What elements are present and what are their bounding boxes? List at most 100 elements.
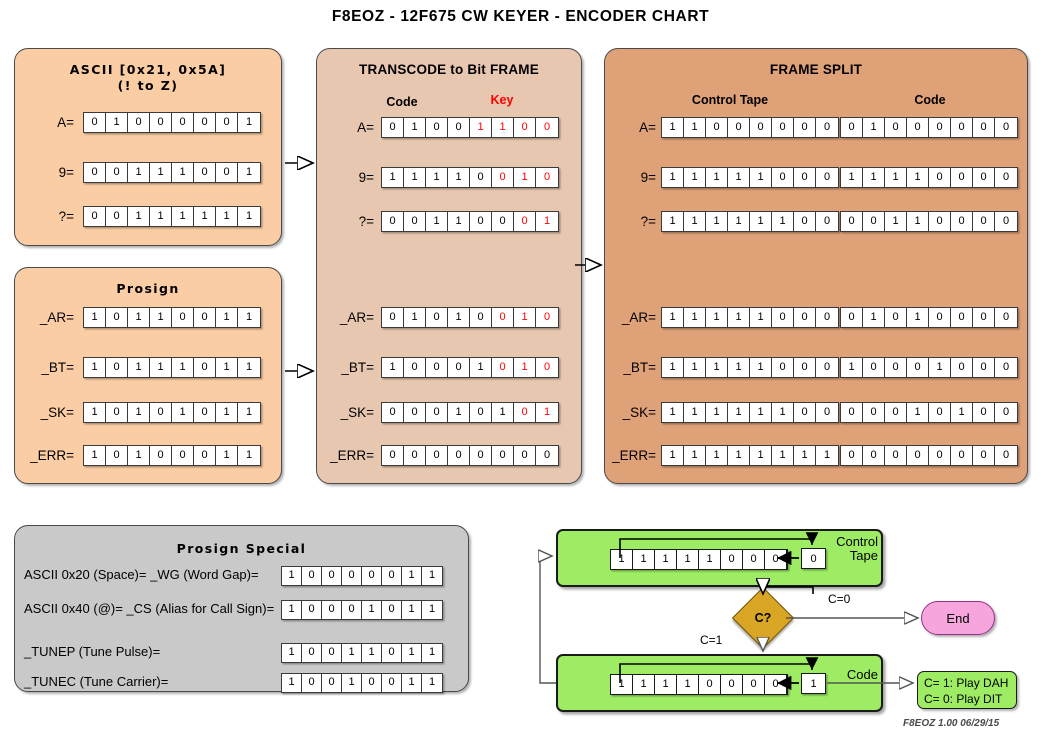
edge-label-c1: C=1 — [700, 633, 723, 647]
bit-cell: 0 — [362, 567, 382, 585]
bit-cell: 1 — [150, 207, 172, 226]
bit-cell: 1 — [684, 168, 706, 187]
special-bits-row-3: 1 0 0 1 0 0 1 1 — [281, 673, 443, 693]
bit-cell: 1 — [677, 550, 699, 569]
bit-cell: 1 — [448, 403, 470, 422]
bit-cell: 0 — [794, 212, 816, 231]
panel-prosign-title: Prosign — [116, 281, 180, 296]
bit-cell: 0 — [194, 308, 216, 327]
bit-cell: 0 — [973, 403, 995, 422]
bit-cell: 0 — [322, 674, 342, 692]
bit-cell: 0 — [885, 446, 907, 465]
bit-cell: 1 — [84, 403, 106, 422]
bit-cell: 1 — [662, 308, 684, 327]
bit-cell: 1 — [633, 675, 655, 694]
bit-cell: 1 — [84, 358, 106, 377]
bit-cell: 1 — [128, 308, 150, 327]
bit-cell: 1 — [404, 308, 426, 327]
bit-cell: 0 — [342, 601, 362, 619]
bit-cell: 1 — [342, 644, 362, 662]
bit-cell: 0 — [106, 403, 128, 422]
bit-cell: 1 — [422, 674, 442, 692]
bit-cell: 1 — [426, 212, 448, 231]
bit-cell: 1 — [382, 358, 404, 377]
bit-cell: 0 — [194, 113, 216, 132]
bit-cell: 1 — [448, 168, 470, 187]
bit-cell: 0 — [907, 118, 929, 137]
bit-cell-key: 0 — [536, 358, 558, 377]
bit-cell-key: 0 — [514, 118, 536, 137]
bit-cell: 0 — [322, 644, 342, 662]
bit-cell: 0 — [426, 358, 448, 377]
bit-cell: 1 — [362, 601, 382, 619]
bit-cell: 0 — [765, 675, 787, 694]
bit-cell: 0 — [426, 403, 448, 422]
bit-cell: 0 — [951, 446, 973, 465]
bit-cell: 0 — [973, 118, 995, 137]
split-row-label-0: A= — [639, 120, 656, 135]
transcode-bits-row-2: 0 0 1 1 0 0 0 1 — [381, 211, 559, 232]
bit-cell: 0 — [794, 358, 816, 377]
bit-cell: 1 — [728, 358, 750, 377]
bit-cell: 0 — [721, 675, 743, 694]
bit-cell: 0 — [973, 446, 995, 465]
bit-cell: 1 — [238, 163, 260, 182]
bit-cell: 0 — [302, 674, 322, 692]
transcode-bits-row-1: 1 1 1 1 0 0 1 0 — [381, 167, 559, 188]
bit-cell: 1 — [662, 118, 684, 137]
bit-cell: 1 — [750, 403, 772, 422]
bit-cell: 0 — [885, 308, 907, 327]
bit-cell: 0 — [816, 403, 838, 422]
prosign-bits-row-3: 1 0 1 0 0 0 1 1 — [83, 445, 261, 466]
bit-cell: 0 — [973, 358, 995, 377]
bit-cell: 1 — [172, 207, 194, 226]
ascii-row-label-0: A= — [57, 115, 74, 130]
special-row-label-1: ASCII 0x40 (@)= _CS (Alias for Call Sign… — [24, 601, 275, 616]
split-code-bits-row-1: 1 1 1 1 0 0 0 0 — [840, 167, 1018, 188]
bit-cell: 1 — [907, 212, 929, 231]
bit-cell: 0 — [995, 212, 1017, 231]
bit-cell-key: 0 — [536, 308, 558, 327]
ascii-bits-row-2: 0 0 1 1 1 1 1 1 — [83, 206, 261, 227]
bit-cell: 0 — [150, 446, 172, 465]
bit-cell: 0 — [106, 163, 128, 182]
bit-cell-key: 1 — [514, 308, 536, 327]
panel-prosign-special-title: Prosign Special — [176, 541, 307, 556]
bit-cell: 1 — [282, 601, 302, 619]
bit-cell: 1 — [706, 403, 728, 422]
bit-cell: 1 — [404, 118, 426, 137]
bit-cell: 1 — [238, 358, 260, 377]
special-bits-row-1: 1 0 0 0 1 0 1 1 — [281, 600, 443, 620]
bit-cell: 0 — [106, 446, 128, 465]
bit-cell: 1 — [84, 308, 106, 327]
transcode-header-code: Code — [386, 95, 418, 109]
bit-cell: 1 — [282, 644, 302, 662]
bit-cell: 0 — [995, 446, 1017, 465]
bit-cell: 1 — [216, 207, 238, 226]
play-dah-label: C= 1: Play DAH — [924, 676, 1009, 690]
bit-cell: 1 — [772, 212, 794, 231]
bit-cell: 1 — [172, 358, 194, 377]
ascii-row-label-2: ?= — [58, 209, 74, 224]
bit-cell: 0 — [470, 308, 492, 327]
bit-cell: 0 — [128, 113, 150, 132]
bit-cell: 0 — [470, 168, 492, 187]
bit-cell: 0 — [448, 446, 470, 465]
bit-cell: 0 — [106, 308, 128, 327]
bit-cell: 1 — [684, 403, 706, 422]
bit-cell: 0 — [765, 550, 787, 569]
split-row-label-3: _AR= — [621, 310, 656, 325]
bit-cell: 0 — [973, 308, 995, 327]
bit-cell: 0 — [342, 567, 362, 585]
prosign-bits-row-0: 1 0 1 1 0 0 1 1 — [83, 307, 261, 328]
transcode-row-label-1: 9= — [358, 170, 374, 185]
bit-cell: 1 — [728, 308, 750, 327]
bit-cell: 0 — [863, 446, 885, 465]
bit-cell: 0 — [514, 446, 536, 465]
special-row-label-0: ASCII 0x20 (Space)= _WG (Word Gap)= — [24, 567, 259, 582]
bit-cell: 0 — [907, 446, 929, 465]
bit-cell: 1 — [863, 308, 885, 327]
bit-cell: 1 — [816, 446, 838, 465]
split-header-code: Code — [914, 93, 946, 107]
bit-cell: 0 — [841, 403, 863, 422]
